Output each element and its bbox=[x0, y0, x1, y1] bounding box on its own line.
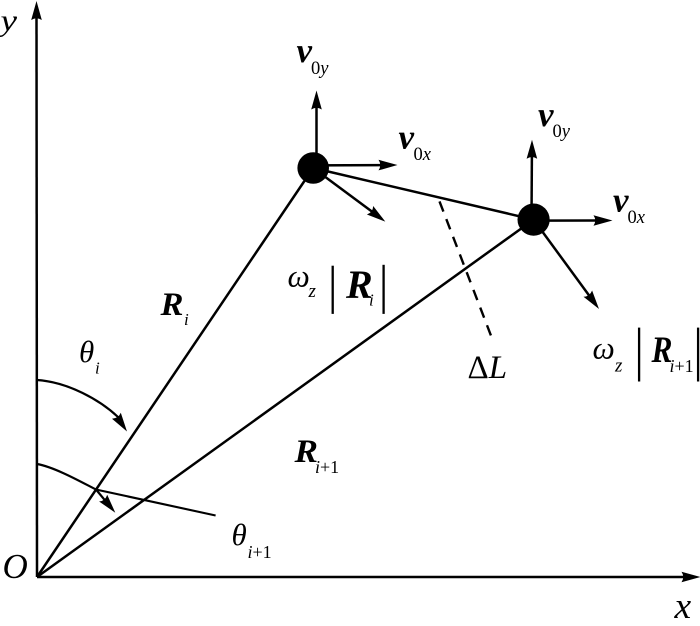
svg-text:R: R bbox=[651, 330, 673, 371]
svg-text:y: y bbox=[0, 3, 17, 38]
svg-text:z: z bbox=[614, 356, 623, 377]
svg-text:i+1: i+1 bbox=[248, 542, 272, 562]
svg-text:v: v bbox=[538, 95, 554, 134]
svg-text:0x: 0x bbox=[414, 145, 432, 165]
svg-text:z: z bbox=[308, 281, 317, 302]
svg-text:i: i bbox=[369, 291, 374, 310]
svg-text:x: x bbox=[674, 586, 692, 626]
svg-text:0y: 0y bbox=[311, 59, 329, 79]
svg-text:i: i bbox=[95, 359, 100, 378]
svg-text:R: R bbox=[345, 262, 373, 307]
svg-text:0y: 0y bbox=[553, 122, 571, 142]
svg-text:i+1: i+1 bbox=[315, 457, 339, 477]
svg-text:O: O bbox=[3, 547, 28, 586]
svg-text:θ: θ bbox=[79, 334, 94, 369]
svg-text:ω: ω bbox=[288, 259, 310, 294]
svg-text:v: v bbox=[613, 181, 629, 220]
svg-text:i: i bbox=[184, 310, 189, 329]
svg-text:θ: θ bbox=[232, 517, 247, 552]
svg-text:R: R bbox=[293, 434, 318, 470]
svg-text:v: v bbox=[297, 31, 313, 70]
svg-text:R: R bbox=[159, 287, 183, 323]
svg-text:i+1: i+1 bbox=[670, 356, 694, 376]
svg-text:ω: ω bbox=[593, 331, 615, 366]
svg-text:v: v bbox=[399, 117, 415, 156]
svg-text:0x: 0x bbox=[628, 208, 646, 228]
svg-text:ΔL: ΔL bbox=[468, 350, 508, 386]
